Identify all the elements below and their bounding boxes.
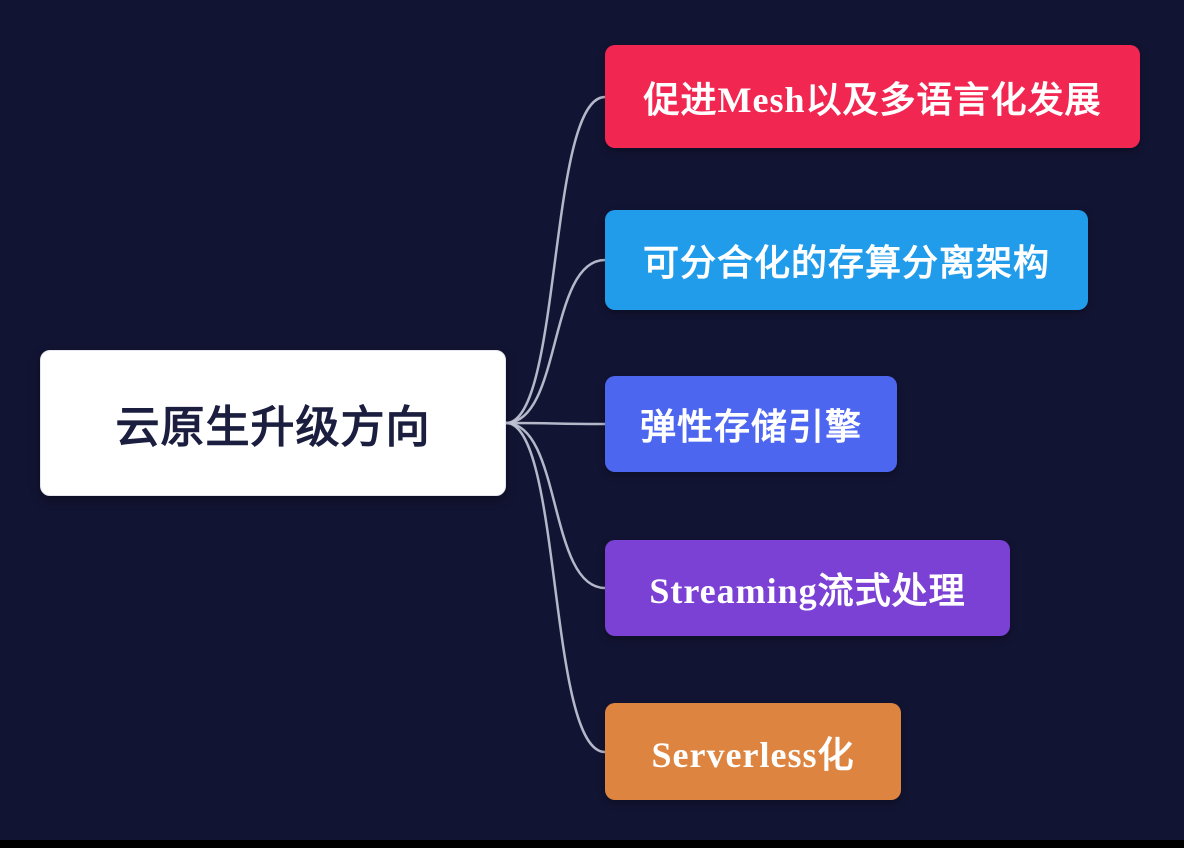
- connector-line-4: [504, 421, 607, 590]
- branch-node-mesh-multilang[interactable]: 促进Mesh以及多语言化发展: [605, 45, 1140, 148]
- branch-node-label: Streaming流式处理: [649, 571, 966, 611]
- branch-node-label: 可分合化的存算分离架构: [642, 243, 1050, 283]
- branch-node-label: 弹性存储引擎: [639, 407, 862, 447]
- root-node-label: 云原生升级方向: [115, 403, 431, 452]
- branch-node-elastic-storage-engine[interactable]: 弹性存储引擎: [605, 376, 897, 472]
- connector-line-2: [504, 258, 607, 425]
- branch-node-storage-compute-separation[interactable]: 可分合化的存算分离架构: [605, 210, 1088, 310]
- connector-line-5: [504, 421, 607, 754]
- connector-line-1: [504, 95, 607, 425]
- bottom-black-bar: [0, 840, 1184, 848]
- branch-node-label: 促进Mesh以及多语言化发展: [643, 79, 1102, 120]
- branch-node-serverless[interactable]: Serverless化: [605, 703, 901, 800]
- branch-node-streaming[interactable]: Streaming流式处理: [605, 540, 1010, 636]
- branch-node-label: Serverless化: [651, 734, 855, 775]
- connector-line-3: [504, 421, 607, 426]
- root-node[interactable]: 云原生升级方向: [40, 350, 506, 496]
